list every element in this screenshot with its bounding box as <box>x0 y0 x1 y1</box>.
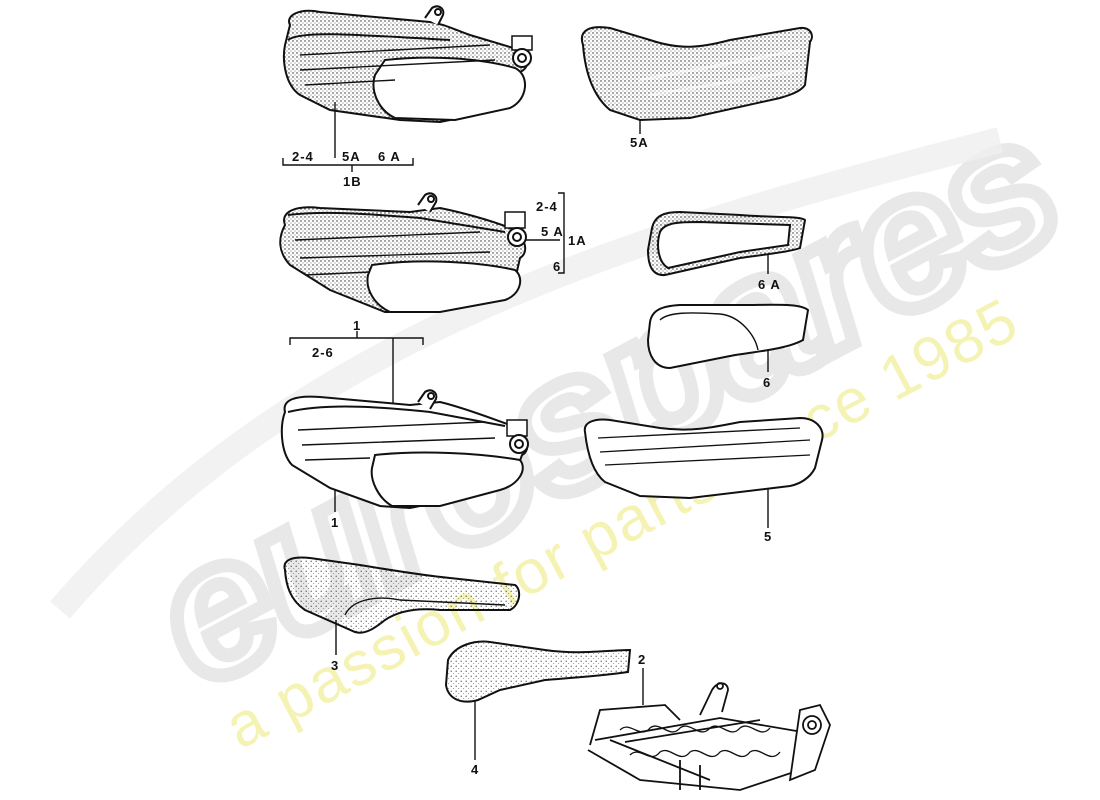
label-5: 5 <box>764 529 773 544</box>
seat-cover-assembly-1B[interactable] <box>282 5 533 124</box>
label-5A-1B: 5A <box>342 149 361 164</box>
foam-pad-5A[interactable] <box>580 26 813 122</box>
label-3: 3 <box>331 658 340 673</box>
label-1A: 1A <box>568 233 587 248</box>
seat-cover-5[interactable] <box>583 416 824 500</box>
label-1-bottom: 1 <box>331 515 340 530</box>
label-2-4-1B: 2-4 <box>292 149 314 164</box>
label-1-top: 1 <box>353 318 362 333</box>
seat-frame-2[interactable] <box>587 682 831 791</box>
side-bolster-6A[interactable] <box>646 210 807 277</box>
label-4: 4 <box>471 762 480 777</box>
label-6: 6 <box>763 375 772 390</box>
side-pad-4[interactable] <box>444 640 632 703</box>
seat-complete-1[interactable] <box>280 389 529 510</box>
label-2: 2 <box>638 652 647 667</box>
label-2-6: 2-6 <box>312 345 334 360</box>
label-6A: 6 A <box>758 277 781 292</box>
label-5A: 5A <box>630 135 649 150</box>
label-1B: 1B <box>343 174 362 189</box>
label-2-4-1A: 2-4 <box>536 199 558 214</box>
side-bolster-6[interactable] <box>646 303 810 370</box>
seat-assembly-1A[interactable] <box>279 192 527 313</box>
label-6A-1B: 6 A <box>378 149 401 164</box>
cushion-pad-3[interactable] <box>283 556 521 634</box>
label-5A-1A: 5 A <box>541 224 564 239</box>
label-6-1A: 6 <box>553 259 562 274</box>
